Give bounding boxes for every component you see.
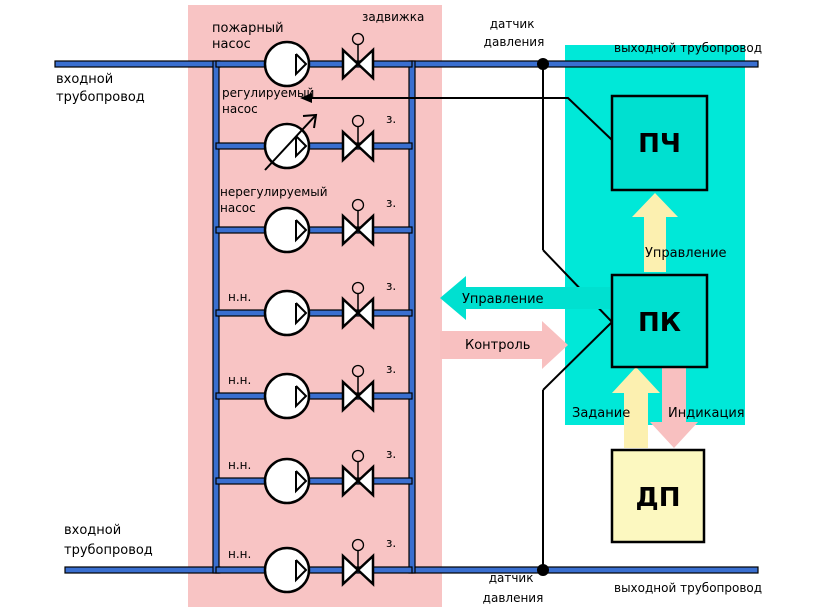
inlet-pipe-bottom-label: входной трубопровод: [64, 523, 153, 558]
branch-pipe: [215, 60, 413, 68]
pump-abbr: н.н.: [228, 373, 251, 387]
fc-control-line: [310, 97, 613, 141]
arrow-label-setpoint: Задание: [572, 406, 630, 421]
pump-icon: [263, 546, 311, 594]
signal-line-sensor-top-branch: [542, 249, 613, 323]
branch-pipe: [215, 566, 413, 574]
valve-abbr: з.: [386, 196, 396, 210]
pump-icon: [263, 289, 311, 337]
arrow-setpoint: [612, 367, 660, 448]
pump-zone: [188, 5, 442, 607]
gate-valve-icon: [341, 449, 375, 498]
valve-abbr: з.: [386, 112, 396, 126]
pump-icon: [263, 40, 311, 88]
inlet-pipe-top: [54, 60, 221, 68]
valve-abbr: з.: [386, 536, 396, 550]
outlet-pipe-bottom: [411, 566, 759, 574]
gate-valve-icon: [341, 198, 375, 247]
discharge-manifold: [408, 60, 416, 574]
arrow-label-control-to-fc: Управление: [645, 246, 727, 261]
fire-pump-label: пожарный насос: [212, 21, 288, 52]
suction-manifold: [212, 60, 220, 574]
arrow-indication: [650, 367, 698, 448]
pump-icon: [263, 457, 311, 505]
pump-icon: [263, 206, 311, 254]
arrow-label-monitoring: Контроль: [465, 338, 530, 353]
outlet-pipe-top: [411, 60, 759, 68]
gate-valve-icon: [341, 364, 375, 413]
controller-block: [610, 273, 709, 369]
pressure-sensor-bottom-label: датчик давления: [483, 571, 544, 605]
pump-branch: з. н.н.: [215, 536, 413, 594]
pump-branch: [215, 32, 413, 88]
remote-panel-block: [610, 448, 706, 544]
branch-pipe: [215, 142, 413, 150]
signal-line-sensor-bottom-branch: [542, 321, 613, 391]
pump-branch: з.: [215, 196, 413, 254]
controller-label: ПК: [638, 308, 681, 338]
outlet-pipe-bottom-label: выходной трубопровод: [614, 581, 762, 595]
regulated-pump-label: регулируемый насос: [222, 86, 318, 116]
branch-pipe: [215, 477, 413, 485]
arrow-label-control-to-pumps: Управление: [462, 292, 544, 307]
pump-abbr: н.н.: [228, 547, 251, 561]
arrow-label-indication: Индикация: [668, 406, 745, 421]
regulation-arrow-icon: [264, 115, 316, 171]
valve-abbr: з.: [386, 447, 396, 461]
inlet-pipe-bottom: [64, 566, 221, 574]
unregulated-pump-label: нерегулируемый насос: [220, 185, 331, 215]
gate-valve-label: задвижка: [362, 10, 424, 24]
pump-branch: з. н.н.: [215, 362, 413, 420]
gate-valve-icon: [341, 538, 375, 587]
pressure-sensor-top-label: датчик давления: [484, 17, 545, 49]
inlet-pipe-top-label: входной трубопровод: [56, 72, 145, 105]
arrow-control-to-fc: [632, 193, 678, 272]
branch-pipe: [215, 392, 413, 400]
frequency-converter-block: [610, 94, 709, 192]
valve-abbr: з.: [386, 362, 396, 376]
pressure-sensor-bottom-node: [537, 564, 549, 576]
arrow-control-to-pumps: [440, 276, 610, 320]
fc-control-arrowhead: [300, 93, 312, 103]
pump-branches: з. з. з. н.н. з. н.н. з. н.н. з. н.н.: [215, 32, 413, 594]
remote-panel-label: ДП: [636, 483, 681, 513]
outlet-pipe-top-label: выходной трубопровод: [614, 41, 762, 55]
pressure-sensor-top-node: [537, 58, 549, 70]
valve-abbr: з.: [386, 279, 396, 293]
pump-abbr: н.н.: [228, 290, 251, 304]
branch-pipe: [215, 309, 413, 317]
pump-branch: з. н.н.: [215, 279, 413, 337]
gate-valve-icon: [341, 281, 375, 330]
arrow-monitoring: [440, 321, 568, 369]
pump-abbr: н.н.: [228, 458, 251, 472]
gate-valve-icon: [341, 114, 375, 163]
pump-branch: з.: [215, 112, 413, 171]
pump-icon: [263, 372, 311, 420]
gate-valve-icon: [341, 32, 375, 81]
branch-pipe: [215, 226, 413, 234]
frequency-converter-label: ПЧ: [638, 129, 681, 159]
pump-branch: з. н.н.: [215, 447, 413, 505]
